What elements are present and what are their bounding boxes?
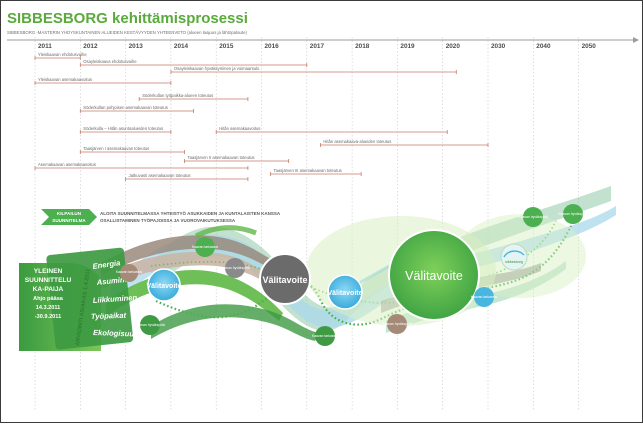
logo-circle: sibbesborg: [500, 243, 528, 271]
schedule-bar-label: Osayleiskaava ehdotusvaihe: [83, 59, 137, 64]
milestone-1-label: Välitavoite: [146, 283, 181, 290]
mini-label-9: Kaavan hyväksyntä: [558, 212, 588, 216]
schedule-bar-label: Asemakaavan asemakaavoitus: [38, 162, 96, 167]
year-label: 2017: [310, 43, 325, 50]
topic-energia: Energia: [92, 258, 121, 271]
page-subtitle: SIBBESBORG -MASTERIN YHDYSKUNTAINEN ALUE…: [7, 30, 247, 35]
year-label: 2030: [491, 43, 506, 50]
topic-ekologisuus: Ekologisuus: [93, 328, 138, 339]
topic-tyopaikat: Työpaikat: [91, 311, 127, 321]
logo-swoosh-icon: [503, 250, 525, 258]
mini-circle-3: Kaavan tarkastus: [192, 237, 219, 257]
mini-circle-4: Kaavan hyväksyntä: [220, 258, 250, 278]
schedule-bar-label: Hitån asemakaavoitus: [219, 126, 260, 131]
logo-label: sibbesborg: [505, 260, 523, 264]
schedule-bar-label: Söderkullan työpaikka-alueen toteutus: [142, 93, 213, 98]
year-label: 2019: [400, 43, 415, 50]
year-label: 2016: [265, 43, 280, 50]
year-label: 2020: [446, 43, 461, 50]
mini-label-7: Kaavan tarkastus: [471, 295, 498, 299]
schedule-bar-label: Hitån asemakaava-alueiden toteutus: [323, 139, 391, 144]
schedule-bar-label: Taasjärven III asemakaavan toteutus: [274, 168, 342, 173]
panel-line-1: YLEINEN: [34, 268, 63, 275]
callout-tag-2: SUUNNITELMA: [52, 218, 86, 223]
mini-label-2: Kaavan hyväksyntä: [135, 323, 165, 327]
mini-label-5: Kaavan tarkastus: [312, 334, 339, 338]
milestone-3: Välitavoite: [327, 274, 363, 310]
milestone-2-label: Välitavoite: [262, 275, 307, 285]
panel-line-2: SUUNNITTELU: [25, 277, 72, 284]
year-label: 2014: [174, 43, 189, 50]
schedule-bar-label: Taasjärven II asemakaavan toteutus: [187, 155, 254, 160]
page-title: SIBBESBORG kehittämisprosessi: [7, 10, 248, 27]
year-label: 2018: [355, 43, 370, 50]
competition-callout: KILPAILUN SUUNNITELMA ALOITA SUUNNITELMA…: [41, 209, 281, 225]
timeline-arrow: [633, 37, 639, 43]
schedule-bar-label: Jatkuvasti asemakaavan toteutus: [129, 173, 191, 178]
schedule-bar-label: Osayleiskaavan hyväksyminen ja voimaantu…: [174, 66, 260, 71]
schedule-bar-label: Söderkullan pohjoisen asemakaavan toteut…: [83, 105, 168, 110]
mini-circle-9: Kaavan hyväksyntä: [558, 204, 588, 224]
panel-line-5: 14.3.2011: [36, 305, 61, 311]
milestone-1: Välitavoite: [146, 268, 182, 302]
mini-label-1: Kaavan tarkastus: [116, 270, 143, 274]
mini-label-6: Kaavan hyväksyntä: [382, 322, 412, 326]
year-label: 2012: [83, 43, 98, 50]
mini-label-8: Kaavan hyväksyntä: [518, 215, 548, 219]
year-label: 2015: [219, 43, 234, 50]
mini-circle-1: Kaavan tarkastus: [116, 264, 143, 282]
panel-line-3: KA-PAIJA: [33, 286, 64, 293]
schedule-bar-label: Söderkulla – Hitån asuntoalueiden toteut…: [83, 126, 163, 131]
milestone-4-label: Välitavoite: [405, 269, 463, 283]
left-panel: YLEINEN SUUNNITTELU KA-PAIJA Ahjo pääsa …: [19, 247, 138, 351]
panel-line-4: Ahjo pääsa: [33, 296, 64, 302]
mini-circle-7: Kaavan tarkastus: [471, 287, 498, 307]
mini-circle-2: Kaavan hyväksyntä: [135, 315, 165, 335]
year-label: 2040: [536, 43, 551, 50]
callout-text-1: ALOITA SUUNNITELMASSA YHTEISTYÖ ASUKKAID…: [100, 210, 281, 216]
mini-label-4: Kaavan hyväksyntä: [220, 266, 250, 270]
mini-circle-5: Kaavan tarkastus: [312, 326, 339, 346]
topic-liikkuminen: Liikkuminen: [93, 293, 138, 305]
schedule-bar-label: Yleiskaavan ehdotusvaihe: [38, 52, 87, 57]
schedule-bar-label: Yleiskaavan asemakaavoitus: [38, 77, 92, 82]
panel-line-6: -30.9.2011: [35, 314, 61, 320]
schedule-bar-label: Taasjärven I asemakaavan toteutus: [83, 146, 149, 151]
mini-circle-8: Kaavan hyväksyntä: [518, 207, 548, 227]
milestone-4: Välitavoite: [388, 229, 480, 321]
callout-text-2: OSALLISTAMINEN TYÖPAJOISSA JA VUOROVAIKU…: [100, 217, 236, 223]
milestone-3-label: Välitavoite: [327, 290, 362, 297]
year-label: 2013: [129, 43, 144, 50]
milestone-2: Välitavoite: [259, 253, 311, 305]
callout-tag-1: KILPAILUN: [57, 211, 82, 216]
year-label: 2050: [582, 43, 597, 50]
year-label: 2011: [38, 43, 52, 50]
mini-label-3: Kaavan tarkastus: [192, 245, 219, 249]
mini-circle-6: Kaavan hyväksyntä: [382, 314, 412, 334]
